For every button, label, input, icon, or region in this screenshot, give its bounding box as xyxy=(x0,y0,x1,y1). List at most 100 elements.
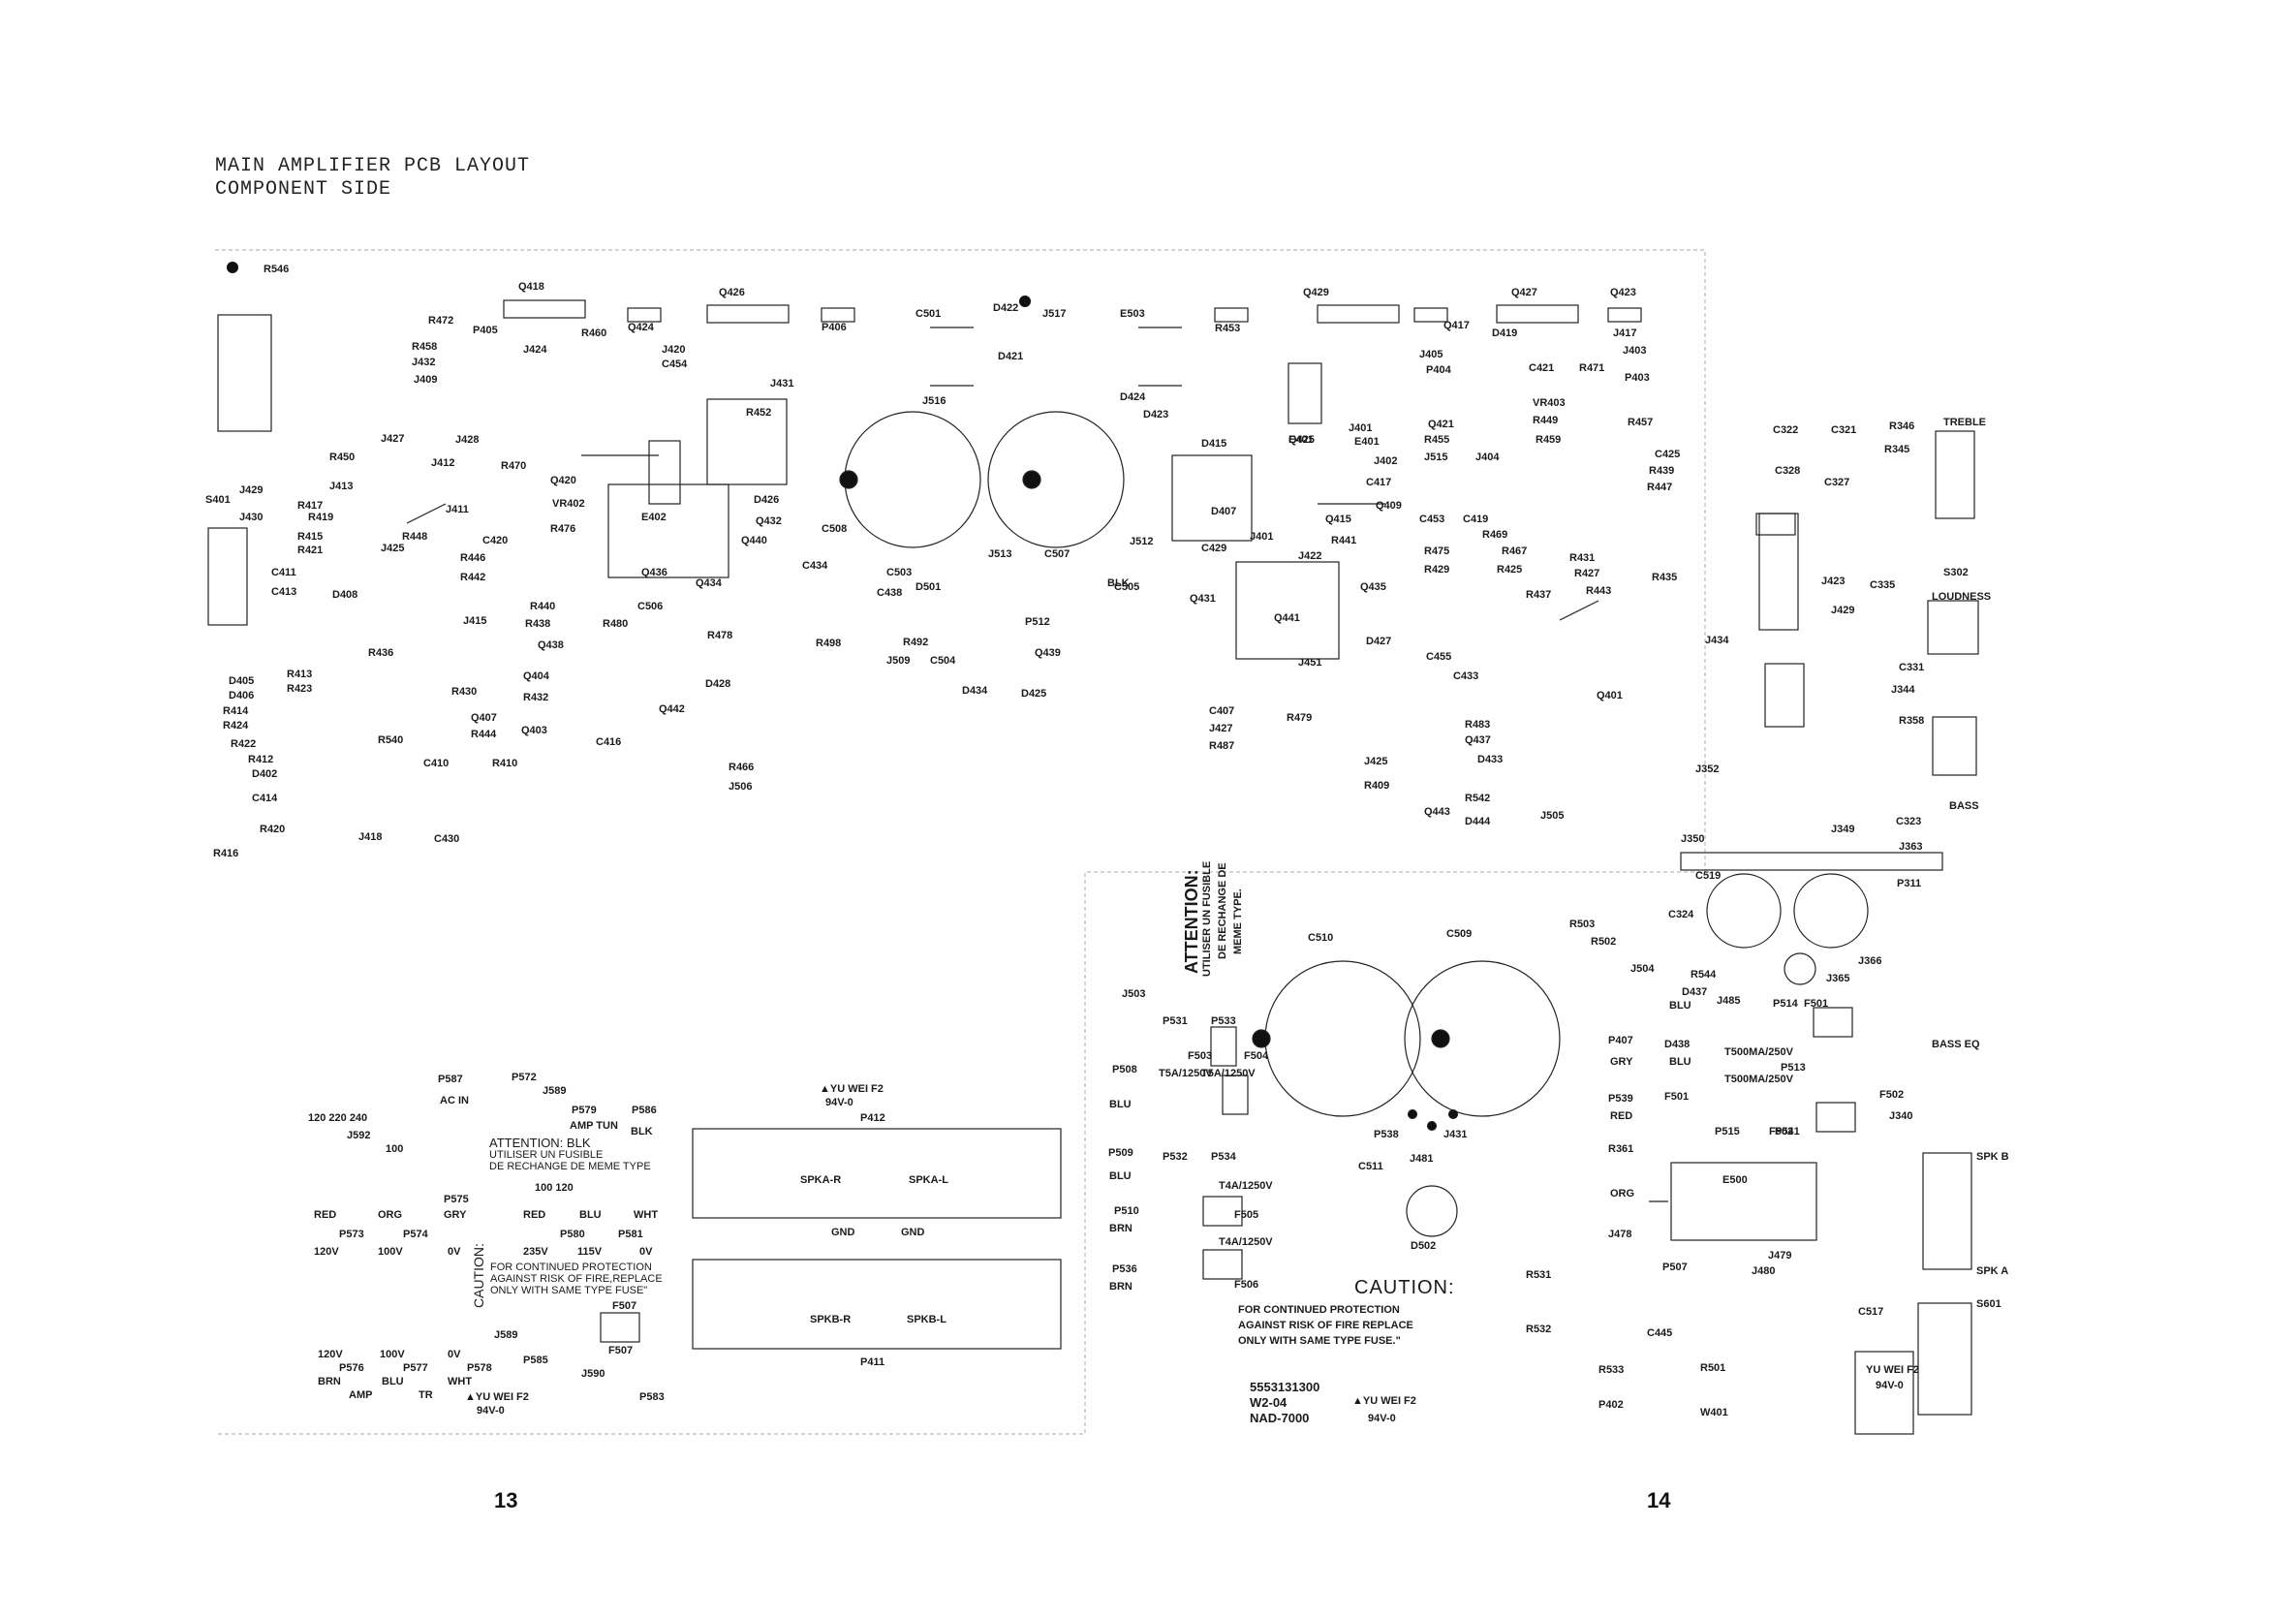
component-label: Q401 xyxy=(1597,690,1623,701)
component-label: R441 xyxy=(1331,535,1357,546)
component-label: P402 xyxy=(1598,1399,1624,1411)
fuse-label: F502 xyxy=(1769,1126,1794,1137)
component-label: C425 xyxy=(1655,449,1681,460)
component-label: Q435 xyxy=(1360,581,1386,593)
voltage-235v: 235V xyxy=(523,1246,548,1258)
label-amp: AMP xyxy=(349,1389,373,1401)
component-label: R436 xyxy=(368,647,394,659)
component-label: R446 xyxy=(460,552,486,564)
pad-j482 xyxy=(1448,1109,1458,1119)
component-label: J478 xyxy=(1608,1229,1632,1240)
component-label: C509 xyxy=(1446,928,1473,940)
capacitor-d502 xyxy=(1406,1185,1458,1237)
small-attention-1: ATTENTION: BLK xyxy=(489,1136,591,1150)
pad-j481 xyxy=(1408,1109,1417,1119)
wire-color-org: ORG xyxy=(378,1209,403,1221)
component-label: R442 xyxy=(460,572,486,583)
component-label: P536 xyxy=(1112,1263,1137,1275)
terminal-label: P411 xyxy=(860,1356,885,1368)
pad-j431 xyxy=(1427,1121,1437,1131)
maker-rating: 94V-0 xyxy=(477,1405,505,1417)
component-label: D434 xyxy=(962,685,988,697)
wire-color-wht: WHT xyxy=(634,1209,659,1221)
bass-control xyxy=(1932,716,1977,776)
component-p400 xyxy=(1755,513,1796,536)
component-label: J418 xyxy=(358,831,383,843)
component-label: Q407 xyxy=(471,712,497,724)
component-label: C517 xyxy=(1858,1306,1884,1318)
component-label: Q441 xyxy=(1274,612,1300,624)
component-label: P515 xyxy=(1715,1126,1740,1137)
component-label: P311 xyxy=(1897,878,1922,889)
spk-b-switch xyxy=(1922,1152,1972,1270)
component-label: C411 xyxy=(271,567,296,578)
component-label: J429 xyxy=(1831,605,1855,616)
component-label: P534 xyxy=(1211,1151,1236,1163)
component-label: R466 xyxy=(729,762,755,773)
maker-mark: YU WEI F2 xyxy=(1866,1364,1920,1376)
component-label: R544 xyxy=(1691,969,1717,981)
capacitor-polarity-mark xyxy=(1252,1029,1271,1048)
connector-p311 xyxy=(1680,852,1943,871)
component-label: R412 xyxy=(248,754,274,765)
component-label: J485 xyxy=(1717,995,1741,1007)
component-label: R532 xyxy=(1526,1324,1552,1335)
component-label: R437 xyxy=(1526,589,1552,601)
component-label: R533 xyxy=(1598,1364,1625,1376)
component-label: P403 xyxy=(1625,372,1650,384)
wire-color-red: RED xyxy=(314,1209,337,1221)
component-label: C407 xyxy=(1209,705,1235,717)
component-label: C419 xyxy=(1463,514,1489,525)
component-label: D407 xyxy=(1211,506,1237,517)
component-label: R472 xyxy=(428,315,454,327)
component-label: R443 xyxy=(1586,585,1612,597)
component-label: J413 xyxy=(329,481,354,492)
component-label: Q404 xyxy=(523,670,549,682)
component-label: D437 xyxy=(1682,986,1708,998)
maker-mark: ▲YU WEI F2 xyxy=(465,1391,529,1403)
wire-color-gry: GRY xyxy=(444,1209,467,1221)
maker-rating: 94V-0 xyxy=(825,1097,853,1108)
component-label: J427 xyxy=(381,433,405,445)
wire-color-brn-3: BRN xyxy=(1109,1281,1132,1293)
component-label: C504 xyxy=(930,655,956,667)
component-label: D423 xyxy=(1143,409,1169,421)
loudness-label: LOUDNESS xyxy=(1932,591,1992,603)
label-tr: TR xyxy=(419,1389,433,1401)
component-label: Q420 xyxy=(550,475,576,486)
attention-line-3: MEME TYPE. xyxy=(1232,888,1244,954)
component-label: C510 xyxy=(1308,932,1334,944)
component-label: C417 xyxy=(1366,477,1392,488)
spk-b-label: SPK B xyxy=(1976,1151,2009,1163)
component-label: R457 xyxy=(1628,417,1654,428)
attention-vertical: ATTENTION: xyxy=(1182,869,1201,974)
component-label: R447 xyxy=(1647,482,1673,493)
label-voltage-taps: 120 220 240 xyxy=(308,1112,368,1124)
capacitor-c514-b xyxy=(1793,873,1869,949)
heatsink-e402 xyxy=(607,483,729,578)
component-label: P508 xyxy=(1112,1064,1137,1075)
component-label: J589 xyxy=(543,1085,567,1097)
component-label: J349 xyxy=(1831,824,1855,835)
component-label: VR402 xyxy=(552,498,585,510)
component-label: J509 xyxy=(886,655,911,667)
component-label: R420 xyxy=(260,824,286,835)
component-label: R440 xyxy=(530,601,556,612)
bass-label: BASS xyxy=(1949,800,1979,812)
component-label: R467 xyxy=(1502,545,1528,557)
component-label: P578 xyxy=(467,1362,492,1374)
component-label: J434 xyxy=(1705,635,1729,646)
terminal-spkb-r: SPKB-R xyxy=(810,1314,852,1325)
component-label: R498 xyxy=(816,638,842,649)
component-label: C416 xyxy=(596,736,622,748)
component-label: C331 xyxy=(1899,662,1925,673)
component-label: P404 xyxy=(1426,364,1451,376)
component-label: P575 xyxy=(444,1194,469,1205)
component-q314 xyxy=(1764,663,1805,728)
maker-mark: ▲YU WEI F2 xyxy=(820,1083,884,1095)
component-label: J432 xyxy=(412,357,436,368)
component-label: R479 xyxy=(1287,712,1313,724)
component-label: J480 xyxy=(1752,1265,1776,1277)
component-label: Q432 xyxy=(756,515,782,527)
component-label: D501 xyxy=(915,581,942,593)
